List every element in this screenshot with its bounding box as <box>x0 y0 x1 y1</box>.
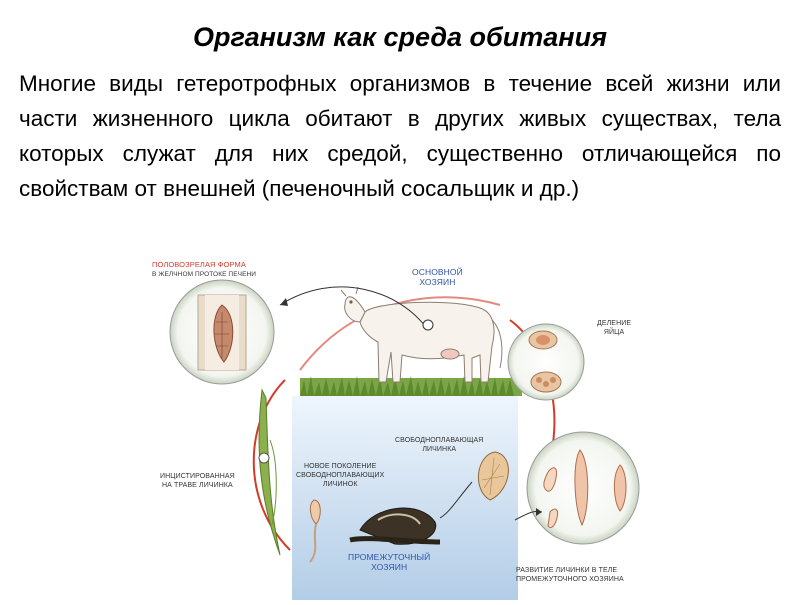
label-egg-division: ДЕЛЕНИЕ ЯЙЦА <box>597 320 632 336</box>
liver-fluke-life-cycle-diagram: ПОЛОВОЗРЕЛАЯ ФОРМА В ЖЕЛЧНОМ ПРОТОКЕ ПЕЧ… <box>150 250 650 600</box>
slide-title: Организм как среда обитания <box>193 22 607 52</box>
label-new-generation: НОВОЕ ПОКОЛЕНИЕ СВОБОДНОПЛАВАЮЩИХ ЛИЧИНО… <box>296 463 385 488</box>
new-generation-larva <box>309 499 321 563</box>
label-larva-development: РАЗВИТИЕ ЛИЧИНКИ В ТЕЛЕ ПРОМЕЖУТОЧНОГО Х… <box>516 567 624 583</box>
slide-body-text: Многие виды гетеротрофных организмов в т… <box>19 71 781 201</box>
free-swimming-larva <box>477 451 509 501</box>
cow-illustration <box>340 286 503 383</box>
larva-development-circle <box>526 431 640 545</box>
label-main-host: ОСНОВНОЙ ХОЗЯИН <box>412 267 463 287</box>
label-encysted-larva: ИНЦИСТИРОВАННАЯ НА ТРАВЕ ЛИЧИНКА <box>160 473 235 489</box>
snail-illustration <box>349 507 441 545</box>
egg-division-circle <box>507 323 585 401</box>
label-free-swimming-larva: СВОБОДНОПЛАВАЮЩАЯ ЛИЧИНКА <box>395 437 484 453</box>
life-cycle-illustration <box>169 279 640 600</box>
water-area <box>292 396 518 600</box>
arrow-host-to-adult <box>279 286 429 331</box>
label-adult-form-sub: В ЖЕЛЧНОМ ПРОТОКЕ ПЕЧЕНИ <box>152 271 257 278</box>
adult-form-circle <box>169 279 275 385</box>
cycle-arc <box>299 296 501 371</box>
label-adult-form-title: ПОЛОВОЗРЕЛАЯ ФОРМА <box>152 260 246 269</box>
label-intermediate-host: ПРОМЕЖУТОЧНЫЙ ХОЗЯИН <box>348 552 431 572</box>
grass-blade <box>258 388 281 556</box>
